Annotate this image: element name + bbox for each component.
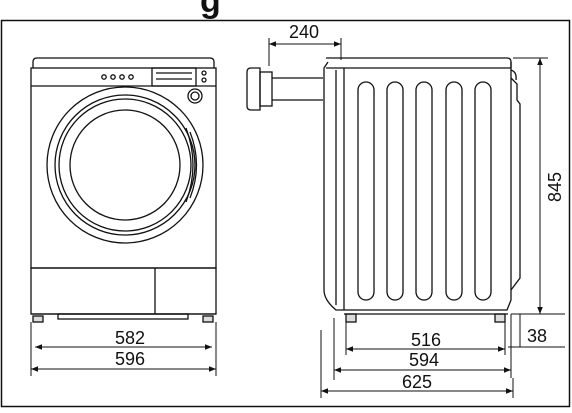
hose-connector-cap — [259, 71, 273, 107]
door-outer-ring — [46, 86, 204, 244]
side-rib-2 — [386, 81, 404, 301]
front-dimensions — [30, 322, 217, 376]
side-view — [246, 57, 521, 323]
hose-pipe — [272, 77, 323, 101]
side-top-lid — [326, 57, 512, 68]
title-fragment: g — [200, 0, 221, 20]
indicator-1 — [201, 70, 207, 76]
side-rib-4 — [445, 81, 463, 301]
button-1 — [101, 74, 107, 80]
button-3 — [119, 74, 125, 80]
door-ring-inner — [58, 98, 192, 232]
dim-side-depth-body: 594 — [409, 350, 439, 370]
dim-front-width: 582 — [115, 328, 145, 348]
frame-border — [0, 19, 571, 408]
dim-overall-width: 596 — [115, 349, 145, 369]
side-rib-5 — [474, 81, 492, 301]
display-panel — [151, 67, 197, 87]
indicator-2 — [201, 77, 207, 83]
side-rear-bump — [510, 77, 521, 291]
side-foot-front — [345, 313, 357, 323]
side-rib-3 — [415, 81, 433, 301]
door-handle-edge — [189, 131, 198, 199]
side-foot-rear — [494, 313, 506, 323]
dim-side-depth-total: 625 — [402, 372, 432, 392]
side-rear-hook — [510, 69, 517, 81]
button-4 — [128, 74, 134, 80]
program-knob — [187, 88, 203, 104]
hose-connector — [246, 67, 261, 111]
front-view — [30, 57, 217, 323]
front-top-lid — [32, 57, 215, 68]
program-knob-inner — [190, 91, 200, 101]
front-foot-right — [202, 315, 214, 323]
dim-height: 845 — [545, 172, 565, 202]
dim-side-depth-feet: 516 — [411, 330, 441, 350]
front-base-plinth — [57, 313, 189, 320]
pedestal-drawer — [30, 267, 217, 315]
side-rib-1 — [357, 81, 375, 301]
dim-foot-height: 38 — [527, 326, 547, 346]
door-ring — [54, 94, 196, 236]
side-dimensions — [268, 38, 565, 398]
side-cabinet — [323, 61, 512, 311]
button-2 — [110, 74, 116, 80]
door-glass — [69, 109, 181, 221]
front-foot-left — [32, 315, 44, 323]
dim-hose-depth: 240 — [289, 22, 319, 42]
door-handle — [185, 127, 194, 203]
